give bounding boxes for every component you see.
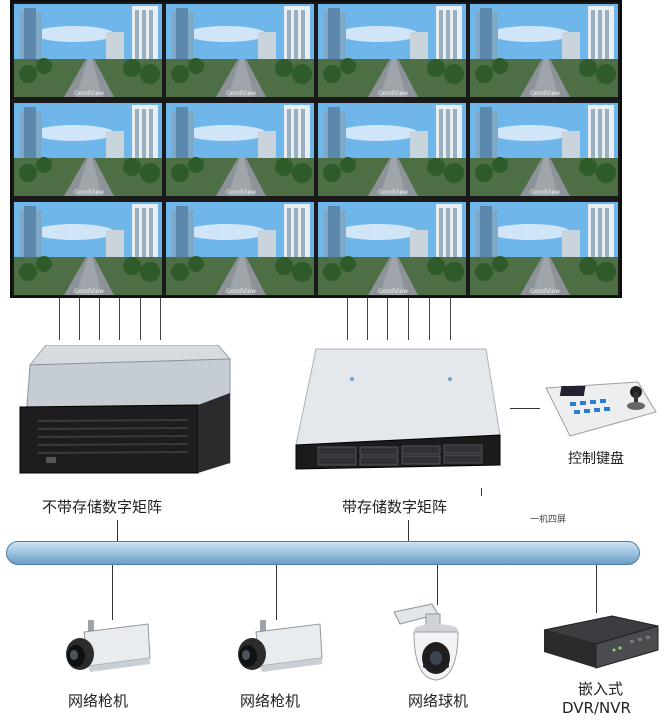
screen-brand: GoodView (226, 189, 257, 196)
wall-screen: GoodView (318, 103, 466, 196)
camera-1-label: 网络枪机 (68, 692, 129, 710)
wall-screen: GoodView (470, 4, 618, 97)
matrix-no-storage-icon (18, 344, 233, 475)
dome-camera-label: 网络球机 (408, 692, 469, 710)
wall-screen: GoodView (318, 4, 466, 97)
keyboard-link (510, 408, 540, 409)
screen-brand: GoodView (226, 90, 257, 97)
matrix-no-storage-label: 不带存储数字矩阵 (42, 498, 163, 516)
matrix-storage-icon (292, 345, 502, 470)
network-bullet-camera-icon (58, 614, 154, 684)
network-dome-camera-icon (392, 600, 472, 686)
screen-brand: GoodView (378, 288, 409, 295)
matrix-storage-label: 带存储数字矩阵 (342, 498, 448, 516)
tick-mark (481, 488, 482, 496)
camera-2-label: 网络枪机 (240, 692, 301, 710)
wall-screen: GoodView (470, 103, 618, 196)
screen-brand: GoodView (226, 288, 257, 295)
dvr-label-line1: 嵌入式 (578, 680, 624, 698)
wall-screen: GoodView (14, 4, 162, 97)
screen-brand: GoodView (378, 90, 409, 97)
screen-brand: GoodView (530, 288, 561, 295)
screen-brand: GoodView (378, 189, 409, 196)
network-bullet-camera-icon (230, 614, 326, 684)
screen-brand: GoodView (74, 288, 105, 295)
screen-brand: GoodView (530, 90, 561, 97)
embedded-dvr-nvr-icon (542, 612, 660, 670)
network-bus (6, 541, 640, 565)
link-matrix-storage (408, 520, 409, 542)
link-dvr (596, 565, 597, 613)
link-camera-1 (112, 565, 113, 620)
keyboard-label: 控制键盘 (568, 451, 624, 467)
link-matrix-no-storage (117, 520, 118, 542)
one-machine-four-screens-label: 一机四屏 (530, 515, 567, 525)
screen-brand: GoodView (530, 189, 561, 196)
wall-screen: GoodView (470, 202, 618, 295)
wall-screen: GoodView (318, 202, 466, 295)
link-dome (437, 565, 438, 605)
wall-screen: GoodView (166, 202, 314, 295)
link-camera-2 (276, 565, 277, 620)
wall-screen: GoodView (166, 4, 314, 97)
dvr-label-line2: DVR/NVR (562, 699, 631, 717)
control-keyboard-icon (540, 372, 660, 442)
wall-screen: GoodView (14, 103, 162, 196)
screen-brand: GoodView (74, 90, 105, 97)
wall-screen: GoodView (166, 103, 314, 196)
screen-brand: GoodView (74, 189, 105, 196)
wall-screen: GoodView (14, 202, 162, 295)
